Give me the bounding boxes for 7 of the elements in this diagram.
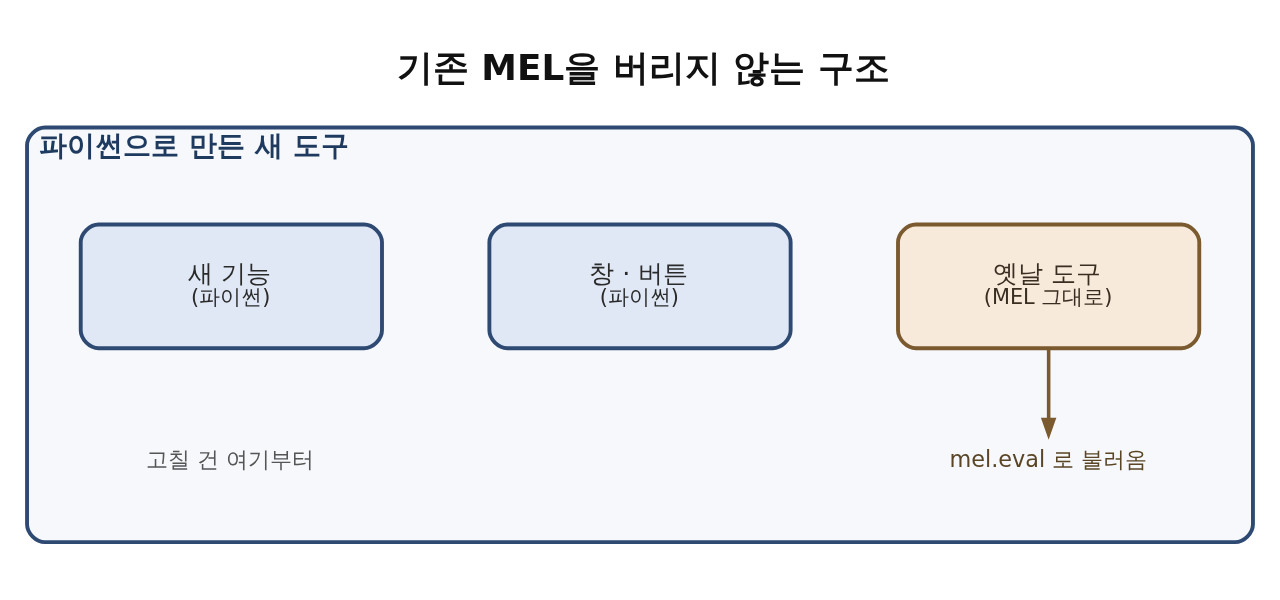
arrow (1040, 348, 1057, 440)
node-text: mel.eval 로 불러옴 (949, 445, 1148, 472)
label: 고칠 건 여기부터 (145, 445, 314, 472)
node-box: 새 기능 (파이썬) (78, 222, 384, 350)
node-box: 창 · 버튼 (파이썬) (487, 222, 793, 350)
diagram-title: 기존 MEL을 버리지 않는 구조 (396, 46, 890, 88)
node-box: 옛날 도구 (MEL 그대로) (896, 222, 1202, 350)
